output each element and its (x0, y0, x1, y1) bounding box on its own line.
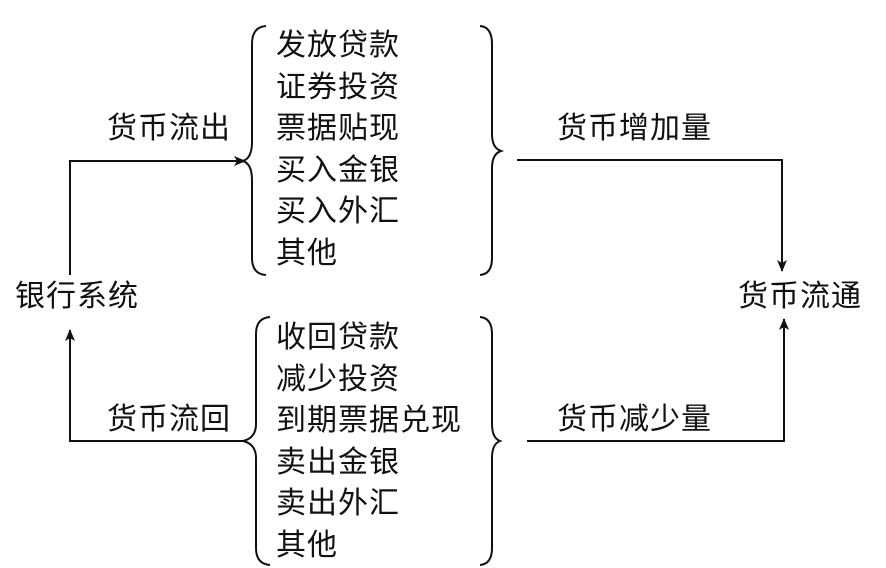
outflow-items: 发放贷款 证券投资 票据贴现 买入金银 买入外汇 其他 (276, 25, 400, 274)
outflow-right-brace (479, 25, 505, 276)
decrease-arrow (527, 318, 789, 442)
increase-arrow (517, 159, 787, 272)
outflow-item: 发放贷款 (276, 28, 400, 63)
inflow-arrow (65, 329, 243, 442)
inflow-item: 卖出金银 (276, 444, 400, 480)
inflow-item: 其他 (276, 527, 338, 563)
inflow-right-brace (479, 316, 503, 566)
inflow-label: 货币流回 (107, 402, 231, 437)
inflow-left-brace (242, 316, 271, 566)
inflow-item: 收回贷款 (276, 320, 400, 355)
outflow-item: 票据贴现 (276, 111, 400, 146)
decrease-label: 货币减少量 (557, 402, 712, 437)
inflow-items: 收回贷款 减少投资 到期票据兑现 卖出金银 卖出外汇 其他 (276, 317, 462, 566)
inflow-item: 减少投资 (276, 361, 400, 397)
outflow-item: 其他 (276, 235, 338, 271)
outflow-item: 买入外汇 (276, 194, 400, 229)
inflow-item: 卖出外汇 (276, 486, 400, 521)
outflow-left-brace (239, 25, 267, 276)
outflow-item: 证券投资 (276, 69, 400, 105)
increase-label: 货币增加量 (557, 111, 712, 146)
outflow-arrow (69, 156, 246, 275)
outflow-label: 货币流出 (107, 111, 231, 146)
money-circulation-node: 货币流通 (738, 279, 862, 314)
outflow-item: 买入金银 (276, 152, 400, 188)
inflow-item: 到期票据兑现 (276, 403, 462, 438)
bank-system-node: 银行系统 (15, 279, 139, 314)
